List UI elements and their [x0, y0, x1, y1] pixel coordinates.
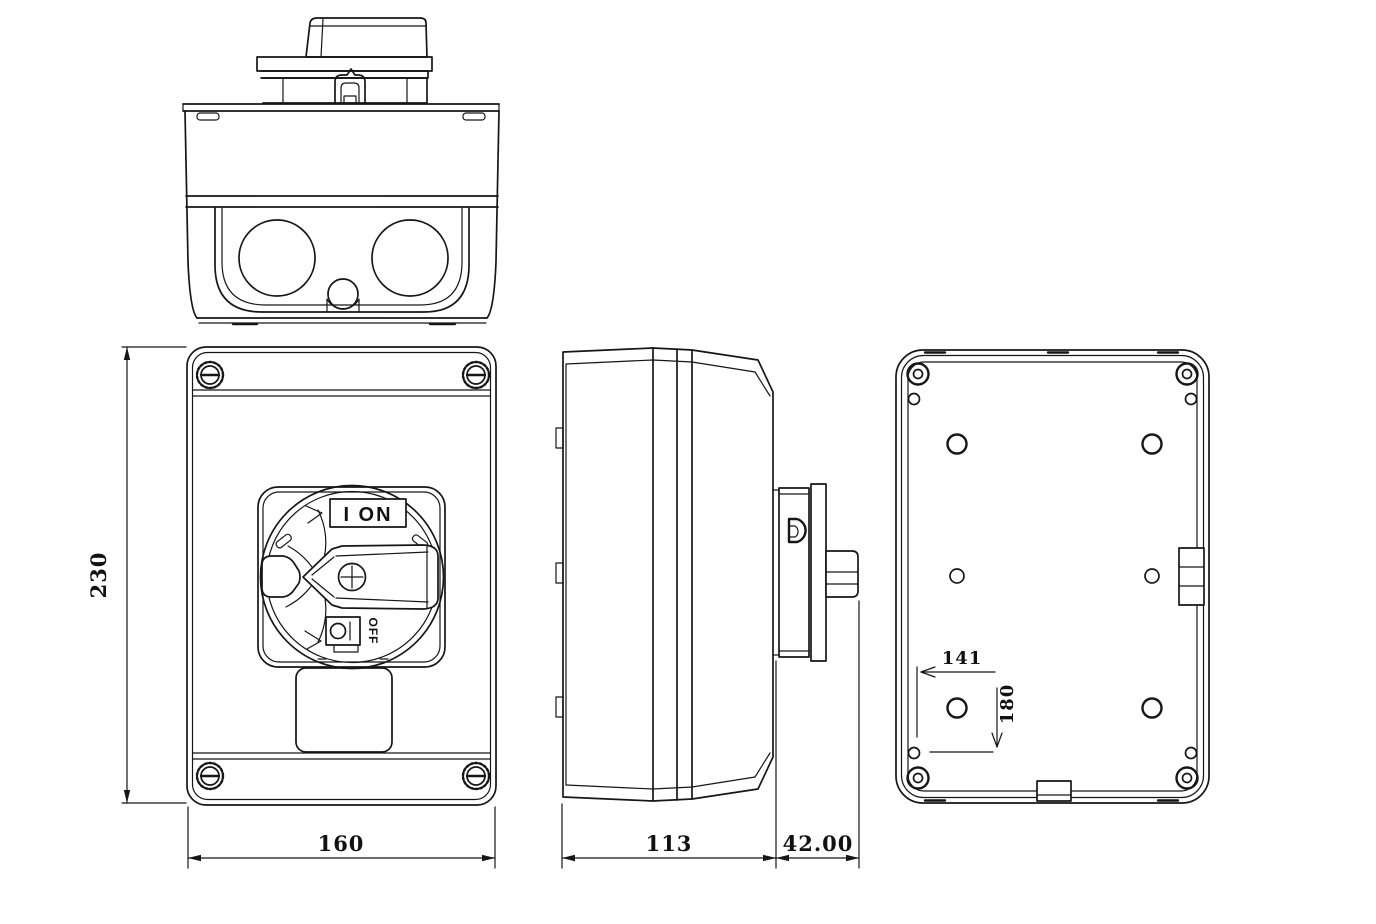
dimension-mount-y: 180: [929, 684, 1018, 753]
hinge-clips: [555, 427, 564, 718]
corner-hole: [1184, 746, 1198, 760]
screw-boss-icon: [1175, 766, 1199, 790]
knockout-right: [371, 219, 449, 297]
front-corner-screws: [195, 360, 491, 791]
screw-boss-icon: [1175, 362, 1199, 386]
knockout-cradle: [326, 298, 360, 313]
dim-text-mount-x: 141: [942, 648, 983, 669]
dim-text-mount-y: 180: [997, 684, 1018, 725]
top-slot-right: [462, 112, 486, 121]
corner-hole: [1184, 392, 1198, 406]
dimension-handle-depth: 42.00: [775, 600, 860, 869]
back-view: 141 180: [895, 349, 1210, 804]
bottom-tab: [1036, 780, 1072, 802]
front-view: I ON OFF 160 230: [86, 346, 497, 869]
dim-text-depth: 113: [646, 831, 693, 856]
top-slot-left: [196, 112, 220, 121]
enclosure-side-outline: [562, 347, 774, 802]
bottom-seam: [192, 752, 491, 760]
top-seam: [192, 389, 491, 397]
corner-hole: [907, 392, 921, 406]
shaft-latch: [787, 517, 807, 544]
dim-text-width: 160: [318, 831, 365, 856]
off-marking: OFF: [325, 616, 380, 646]
switch-handle-top: [256, 17, 433, 104]
label-plate: [295, 667, 393, 753]
on-label: I ON: [343, 504, 392, 526]
screw-icon: [195, 761, 225, 791]
screw-boss-icon: [906, 362, 930, 386]
side-latch: [1178, 547, 1205, 606]
dimension-height: 230: [86, 346, 187, 804]
dim-text-height: 230: [86, 552, 111, 599]
screw-boss-icon: [906, 766, 930, 790]
on-marking: I ON: [329, 498, 407, 528]
mounting-holes: [946, 433, 1163, 719]
side-view: 113 42.00: [555, 347, 860, 869]
dimension-depth: 113: [561, 660, 777, 869]
lid-parting-lines: [652, 347, 693, 802]
dimension-mount-x: 141: [916, 648, 996, 738]
dim-text-handle-depth: 42.00: [783, 831, 854, 856]
corner-hole: [907, 746, 921, 760]
off-label: OFF: [366, 618, 380, 645]
knockout-left: [238, 219, 316, 297]
ring-slot-left: [275, 533, 292, 549]
screw-icon: [461, 761, 491, 791]
dimension-width: 160: [187, 806, 496, 869]
switch-lever[interactable]: [261, 544, 439, 610]
rotary-switch[interactable]: I ON OFF: [257, 484, 446, 670]
top-view: [182, 17, 500, 326]
screw-icon: [461, 360, 491, 390]
knob-profile: [825, 550, 859, 598]
lever-grip: [261, 555, 301, 598]
off-symbol-circle: [329, 622, 347, 640]
enclosure-body-top: [182, 103, 500, 326]
screw-icon: [195, 360, 225, 390]
enclosure-front-outline: [186, 346, 497, 806]
back-corner-screws: [906, 362, 1199, 790]
enclosure-back-outline: [895, 349, 1210, 804]
switch-handle-side: [772, 483, 859, 662]
